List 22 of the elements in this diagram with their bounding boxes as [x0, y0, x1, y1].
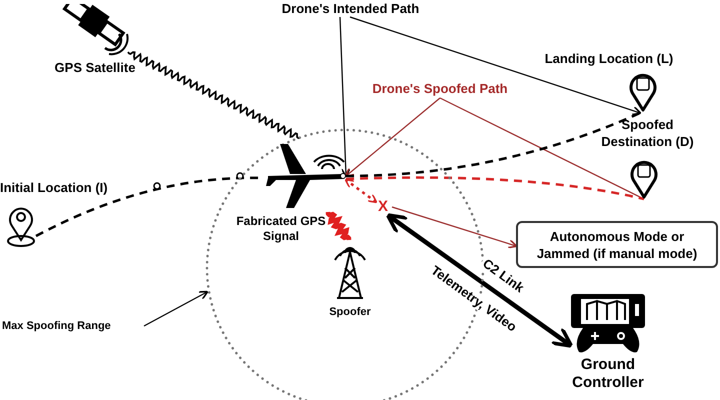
arrow — [144, 290, 208, 327]
location-label: Spoofed Destination (D) — [600, 116, 695, 150]
range-label: Max Spoofing Range — [2, 318, 144, 334]
signal-wave — [326, 212, 352, 240]
path-label: Drone's Spoofed Path — [355, 80, 525, 98]
arrow — [392, 206, 518, 248]
spoofer-label: Spoofer — [328, 305, 372, 320]
signal-wave — [128, 51, 300, 140]
signal-label: Fabricated GPS Signal — [236, 214, 326, 244]
path-label: Drone's Intended Path — [268, 0, 433, 17]
controller-label: Ground Controller — [571, 356, 645, 392]
mode-box: Autonomous Mode or Jammed (if manual mode) — [516, 221, 718, 268]
arrow — [344, 98, 440, 178]
cross-mark: X — [375, 198, 391, 216]
flight-path — [346, 112, 640, 178]
flight-path — [344, 178, 378, 204]
flight-path — [346, 176, 644, 200]
location-label: Landing Location (L) — [544, 50, 674, 68]
location-label: Initial Location (I) — [0, 179, 108, 197]
arrow — [386, 213, 574, 348]
arrow — [350, 16, 642, 116]
satellite-label: GPS Satellite — [54, 60, 136, 76]
